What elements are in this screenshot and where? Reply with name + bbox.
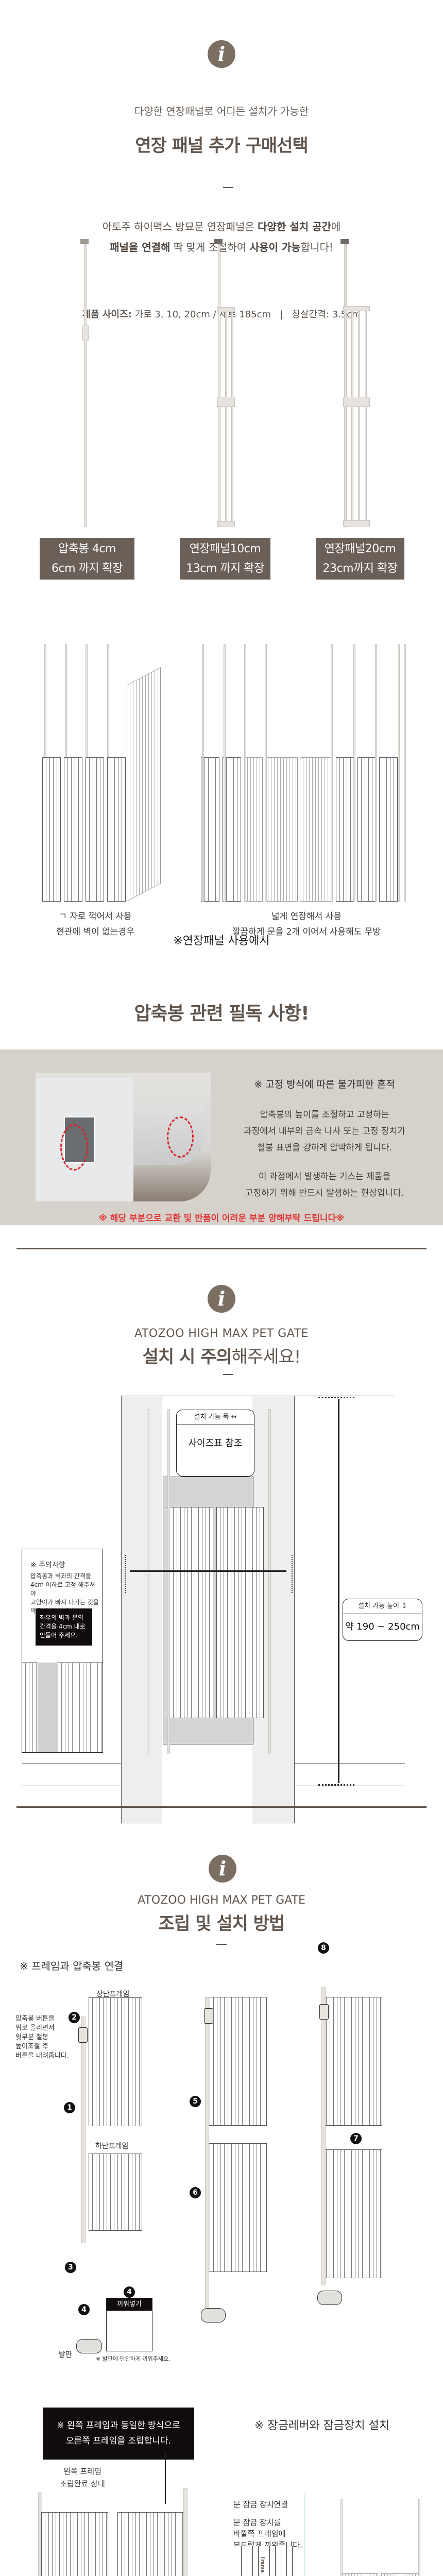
- pole-cap-icon: [80, 239, 89, 244]
- lock-connect-title: 문 잠금 장치연결: [233, 2500, 288, 2509]
- width-arrow-icon: [130, 1570, 286, 1572]
- section-subtitle: 다양한 연장패널로 어디든 설치가 가능한: [134, 105, 309, 117]
- compression-rod-photo: [36, 1073, 211, 1201]
- notice-title: 압축봉 관련 필독 사항!: [134, 1003, 309, 1024]
- footplate-icon: [317, 2291, 342, 2305]
- title-divider: [223, 187, 233, 188]
- assembly-title: 조립 및 설치 방법: [158, 1913, 285, 1934]
- lock-section-heading: ※ 장금레버와 잠금장치 설치: [254, 2419, 390, 2432]
- section-divider: [16, 1248, 427, 1249]
- title-divider: [216, 1944, 227, 1945]
- brand-name: ATOZOO HIGH MAX PET GATE: [134, 1327, 309, 1340]
- height-arrow-icon: [338, 1399, 339, 1783]
- usage-footnote: ※연장패널 사용예시: [173, 935, 270, 947]
- step-badge: 8: [318, 1942, 329, 1954]
- intro-paragraph: 아토주 하이맥스 방묘문 연장패널은 다양한 설치 공간에 패널을 연결해 딱 …: [0, 216, 443, 258]
- step-badge: 1: [64, 2102, 75, 2113]
- gate-left-door: [166, 1507, 213, 1718]
- step-badge: 6: [190, 2187, 201, 2198]
- lock-connect-illustration: Frame Click: [236, 2546, 293, 2576]
- highlight-circle: [60, 1124, 88, 1171]
- footplate-icon: [76, 2339, 102, 2353]
- install-width-box: 설치 가능 폭 ↔ 사이즈표 참조: [176, 1410, 254, 1477]
- intro-line-2: 패널을 연결해 딱 맞게 조절하여 사용이 가능합니다!: [110, 241, 333, 253]
- title-divider: [223, 1374, 233, 1375]
- info-icon: i: [208, 1285, 235, 1313]
- step-badge: 5: [190, 2096, 201, 2107]
- step-badge: 7: [350, 2133, 362, 2144]
- highlight-circle: [167, 1116, 194, 1158]
- step-badge: 4: [124, 2286, 135, 2298]
- footplate-icon: [201, 2308, 226, 2323]
- info-icon: i: [209, 1855, 236, 1883]
- section-divider: [16, 1806, 427, 1808]
- notice-red-warning: ※ 해당 부분으로 교환 및 반품이 어려운 부분 양해부탁 드립니다※: [98, 1213, 345, 1224]
- insert-box: 끼워넣기: [106, 2298, 152, 2351]
- section-title: 연장 패널 추가 구매선택: [135, 135, 308, 156]
- step-badge: 3: [65, 2262, 76, 2273]
- brand-name: ATOZOO HIGH MAX PET GATE: [138, 1894, 305, 1907]
- frame-rod-heading: ※ 프레임과 압축봉 연결: [20, 1960, 124, 1972]
- arrow-down-icon: [165, 2452, 166, 2504]
- gate-right-door: [216, 1507, 264, 1718]
- caution-title: 설치 시 주의해주세요!: [142, 1347, 301, 1367]
- step-badge: 2: [69, 2012, 80, 2023]
- intro-line-1: 아토주 하이맥스 방묘문 연장패널은 다양한 설치 공간에: [102, 221, 341, 233]
- info-icon: i: [208, 40, 235, 68]
- step-badge: 4: [78, 2304, 90, 2315]
- install-height-box: 설치 가능 높이 ↕ 약 190 ~ 250cm: [343, 1599, 422, 1641]
- notice-heading: ※ 고정 방식에 따른 불가피한 흔적: [254, 1079, 395, 1090]
